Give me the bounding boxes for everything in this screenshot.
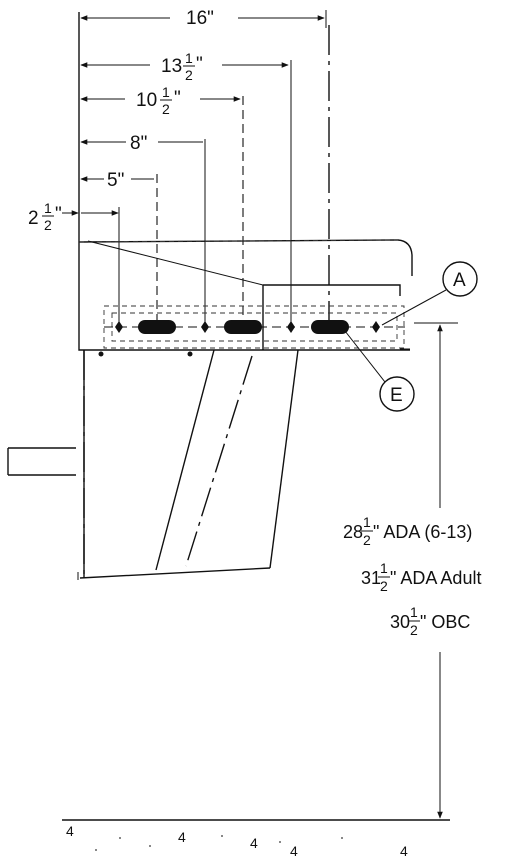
height-label-3: 30 1 2 " OBC	[390, 604, 470, 638]
dim-2-whole: 2	[28, 208, 39, 229]
dim-10-suffix: "	[174, 88, 181, 109]
supply-pipe	[7, 447, 76, 476]
height-2-whole: 31	[361, 568, 381, 588]
floor-mark: 4	[400, 843, 408, 858]
dim-10-whole: 10	[136, 90, 157, 111]
pin-hole	[201, 321, 209, 333]
slot-outlet	[311, 320, 349, 334]
outlet-row	[104, 320, 405, 334]
height-2-rest: " ADA Adult	[390, 568, 481, 588]
dimension-5in: 5"	[80, 170, 154, 191]
dim-2-den: 2	[44, 217, 52, 233]
height-2-den: 2	[380, 578, 388, 594]
dim-10-den: 2	[162, 101, 170, 117]
height-dimension	[414, 322, 458, 819]
height-3-num: 1	[410, 604, 418, 620]
dim-13-num: 1	[185, 50, 193, 66]
callout-a: A	[381, 261, 478, 326]
floor-mark: 4	[66, 823, 74, 839]
dimension-16in: 16"	[80, 8, 327, 29]
height-3-den: 2	[410, 622, 418, 638]
height-1-den: 2	[363, 532, 371, 548]
height-2-num: 1	[380, 560, 388, 576]
height-1-whole: 28	[343, 522, 363, 542]
dim-8-label: 8"	[130, 133, 147, 154]
dim-13-suffix: "	[196, 54, 203, 75]
slot-outlet	[224, 320, 262, 334]
dimension-10-half-in: 10 1 2 "	[80, 84, 241, 117]
floor-mark: 4	[178, 829, 186, 845]
dim-2-suffix: "	[55, 204, 62, 225]
callout-a-label: A	[453, 270, 466, 291]
fixture-lower-body	[77, 349, 299, 580]
dimension-8in: 8"	[80, 133, 203, 154]
rivet-dot	[187, 351, 193, 357]
height-1-num: 1	[363, 514, 371, 530]
dimension-2-half-in: 2 1 2 "	[28, 200, 119, 233]
rivet-dot	[98, 351, 104, 357]
dim-10-num: 1	[162, 84, 170, 100]
floor-mark: 4	[290, 843, 298, 858]
dim-5-label: 5"	[107, 170, 124, 191]
slot-outlet	[138, 320, 176, 334]
dim-2-num: 1	[44, 200, 52, 216]
height-3-rest: " OBC	[420, 612, 470, 632]
height-3-whole: 30	[390, 612, 410, 632]
callout-e-label: E	[390, 385, 403, 406]
pin-hole	[287, 321, 295, 333]
pin-hole	[115, 321, 123, 333]
floor-mark: 4	[250, 835, 258, 851]
dim-16-label: 16"	[186, 8, 214, 29]
height-1-rest: " ADA (6-13)	[373, 522, 472, 542]
callout-e: E	[344, 330, 415, 412]
dim-13-whole: 13	[161, 56, 182, 77]
dimension-13-half-in: 13 1 2 "	[80, 50, 289, 83]
floor-line: 4 4 4 4 4	[62, 819, 450, 858]
height-label-1: 28 1 2 " ADA (6-13)	[343, 514, 472, 548]
height-label-2: 31 1 2 " ADA Adult	[361, 560, 481, 594]
dim-13-den: 2	[185, 67, 193, 83]
pin-hole	[372, 321, 380, 333]
